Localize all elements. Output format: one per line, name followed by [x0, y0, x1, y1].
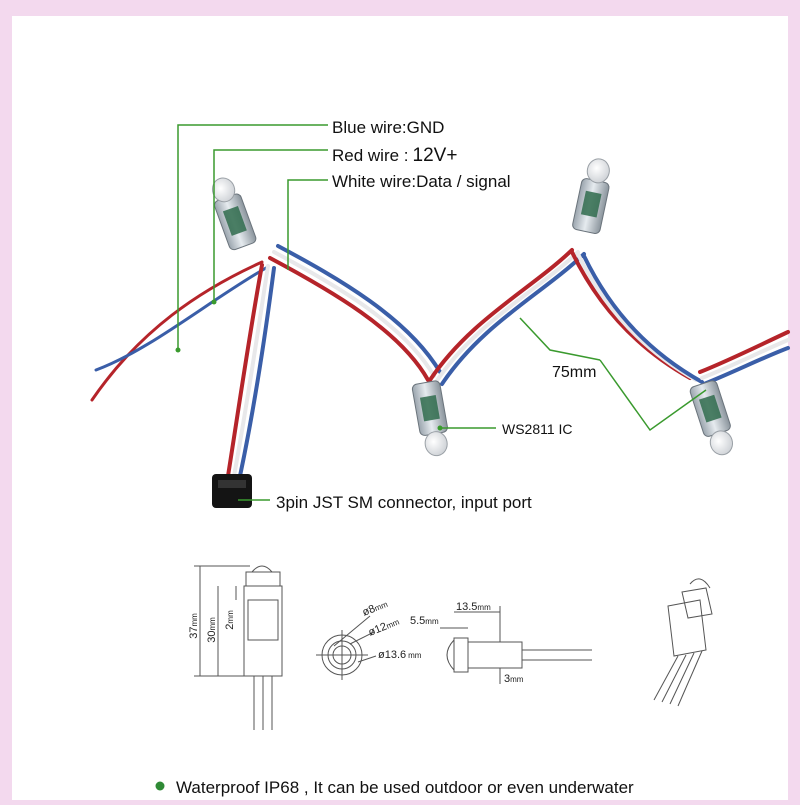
side-inner-outline — [247, 599, 279, 641]
loose-red-lead — [90, 260, 264, 402]
leader-dia-8 — [333, 615, 371, 647]
len-13-5-text: 13.5mm — [456, 601, 491, 613]
dim-2-value: 2 — [224, 624, 236, 630]
connector-red-wire — [226, 263, 264, 478]
dim-30-unit: mm — [208, 617, 217, 631]
dia-8-value: ø8 — [361, 603, 377, 619]
red-wire-leader — [213, 149, 328, 302]
leader-dia-12 — [349, 631, 375, 645]
segment2-white — [434, 250, 580, 384]
len-3-text: 3mm — [504, 673, 524, 685]
blue-wire-leader — [177, 124, 328, 350]
side-lens-outline — [251, 565, 273, 573]
spacing-leader-right — [599, 359, 707, 432]
segment4-blue — [702, 346, 790, 386]
side-view-dimensions: 37mm 30mm 2mm — [188, 610, 236, 643]
segment4-white — [700, 338, 790, 380]
ic-dot — [437, 425, 443, 431]
len-5-5-text: 5.5mm — [410, 615, 439, 627]
connector-white-wire — [232, 264, 270, 478]
isometric-drawing — [653, 578, 713, 707]
segment2-blue — [440, 252, 586, 386]
iso-lens-outline — [689, 578, 711, 589]
led-node-2 — [411, 380, 448, 457]
ic-label: WS2811 IC — [502, 421, 573, 437]
footer-bullet-icon — [155, 781, 165, 791]
front-view-drawing — [316, 615, 377, 680]
length-view-drawing — [440, 606, 592, 684]
len-5-5-value: 5.5 — [410, 615, 425, 627]
connector-blue-wire — [238, 266, 276, 478]
dim-30-text: 30mm — [206, 617, 218, 643]
len-13-5-value: 13.5 — [456, 601, 477, 613]
content-panel — [12, 16, 788, 800]
segment3-blue — [582, 254, 704, 384]
iso-lead-1 — [653, 655, 679, 701]
leader-lines — [177, 124, 707, 501]
length-body-outline — [467, 641, 523, 669]
loose-blue-lead — [94, 266, 268, 372]
jst-connector — [212, 474, 252, 508]
segment1-red — [268, 256, 430, 382]
dim-37-text: 37mm — [188, 613, 200, 639]
red-wire-label-prefix: Red wire : — [332, 146, 409, 165]
blue-wire-dot — [175, 347, 181, 353]
length-view-dimensions: 5.5mm 13.5mm 3mm — [410, 601, 524, 685]
white-wire-leader — [287, 179, 328, 270]
dim-2-unit: mm — [226, 610, 235, 624]
segment4-red — [698, 330, 790, 374]
len-3-unit: mm — [510, 675, 524, 684]
len-5-5-unit: mm — [425, 617, 439, 626]
leader-dia-13-6 — [357, 655, 377, 663]
dim-30-value: 30 — [206, 631, 218, 643]
red-wire-voltage: 12V+ — [413, 145, 458, 166]
dim-37-unit: mm — [190, 613, 199, 627]
blue-wire-label: Blue wire:GND — [332, 118, 444, 137]
dia-13-6-value: ø13.6 — [378, 649, 406, 661]
side-view-drawing — [194, 565, 283, 730]
iso-lead-3 — [669, 652, 695, 705]
segment2-red — [428, 248, 574, 382]
segment1-white — [272, 250, 436, 378]
wire-harness — [90, 244, 790, 478]
red-wire-dot — [211, 299, 217, 305]
dia-13-6-unit: mm — [408, 651, 422, 660]
dim-2-text: 2mm — [224, 610, 236, 630]
connector-label: 3pin JST SM connector, input port — [276, 493, 532, 512]
iso-cap-outline — [681, 587, 713, 619]
red-wire-label: Red wire :12V+ — [332, 145, 457, 166]
led-node-3 — [572, 158, 610, 234]
led-node-1 — [211, 177, 257, 251]
footer-feature-text: Waterproof IP68 , It can be used outdoor… — [176, 778, 634, 797]
spacing-label: 75mm — [552, 364, 596, 381]
length-lens-outline — [446, 639, 455, 671]
white-wire-label: White wire:Data / signal — [332, 172, 511, 191]
spacing-leader-left — [519, 317, 601, 361]
len-3-value: 3 — [504, 673, 510, 685]
len-13-5-unit: mm — [477, 603, 491, 612]
dim-37-value: 37 — [188, 627, 200, 639]
segment1-blue — [276, 244, 442, 374]
iso-body-outline — [667, 599, 707, 657]
iso-lead-4 — [677, 650, 703, 707]
iso-lead-2 — [661, 654, 687, 703]
